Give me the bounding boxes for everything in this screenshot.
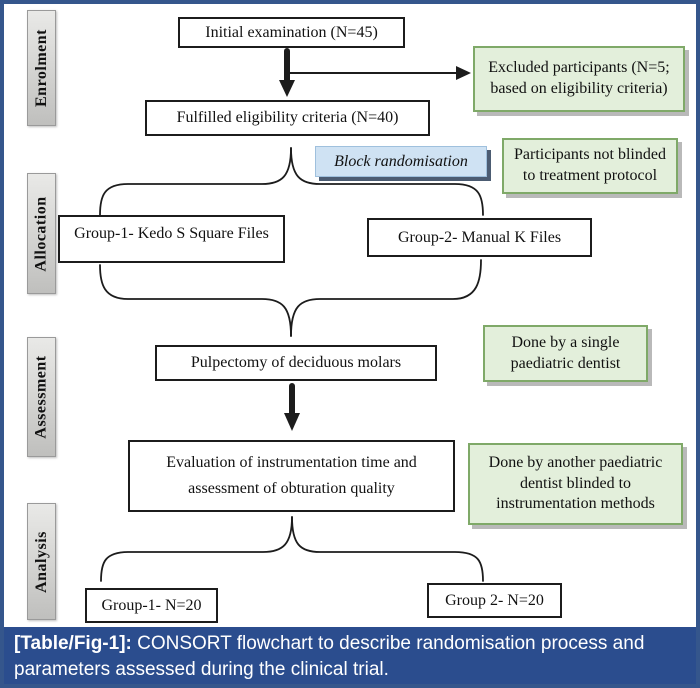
brace-split-allocation-right <box>290 147 484 216</box>
stage-label-enrolment-text: Enrolment <box>32 29 50 107</box>
node-initial-examination: Initial examination (N=45) <box>178 17 405 48</box>
node-group1-n20: Group-1- N=20 <box>85 588 218 623</box>
stage-label-allocation: Allocation <box>27 173 56 294</box>
node-group2: Group-2- Manual K Files <box>367 218 592 257</box>
stage-label-enrolment: Enrolment <box>27 10 56 126</box>
brace-split-allocation-left <box>99 147 292 216</box>
node-fulfilled-criteria: Fulfilled eligibility criteria (N=40) <box>145 100 430 136</box>
figure-caption-text: CONSORT flowchart to describe randomisat… <box>14 633 645 680</box>
node-group2-n20: Group 2- N=20 <box>427 583 562 618</box>
node-evaluation-line2: assessment of obturation quality <box>188 479 395 497</box>
figure-caption-label: [Table/Fig-1]: <box>14 633 132 654</box>
note-not-blinded: Participants not blinded to treatment pr… <box>502 138 678 194</box>
stage-label-allocation-text: Allocation <box>32 195 50 272</box>
node-evaluation: Evaluation of instrumentation time and a… <box>128 440 455 512</box>
note-block-randomisation: Block randomisation <box>315 146 487 177</box>
figure-caption: [Table/Fig-1]: CONSORT flowchart to desc… <box>4 627 696 684</box>
arrowhead-down-assessment <box>284 413 300 431</box>
brace-split-analysis-right <box>291 516 484 582</box>
brace-merge-assessment-left <box>99 264 292 337</box>
stage-label-assessment-text: Assessment <box>32 355 50 439</box>
arrowhead-right-excluded <box>456 66 471 80</box>
note-single-dentist: Done by a single paediatric dentist <box>483 325 648 382</box>
stage-label-assessment: Assessment <box>27 337 56 457</box>
node-group1: Group-1- Kedo S Square Files <box>58 215 285 263</box>
brace-split-analysis-left <box>100 516 293 582</box>
node-pulpectomy: Pulpectomy of deciduous molars <box>155 345 437 381</box>
brace-merge-assessment-right <box>290 259 482 337</box>
node-evaluation-line1: Evaluation of instrumentation time and <box>166 454 417 472</box>
arrowhead-down-enrolment <box>279 80 295 97</box>
stage-label-analysis: Analysis <box>27 503 56 620</box>
stage-label-analysis-text: Analysis <box>32 530 50 593</box>
note-another-dentist: Done by another paediatric dentist blind… <box>468 443 683 525</box>
note-excluded-participants: Excluded participants (N=5; based on eli… <box>473 46 685 112</box>
